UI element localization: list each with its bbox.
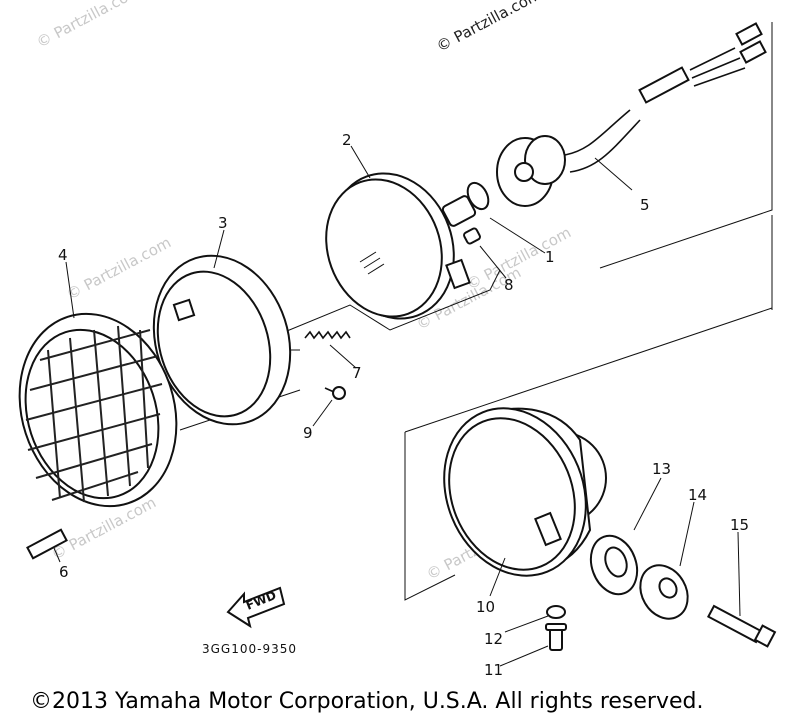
leader-lines bbox=[53, 145, 741, 667]
callout-8: 8 bbox=[504, 276, 514, 294]
callout-10: 10 bbox=[476, 598, 495, 616]
part-5-socket-harness bbox=[496, 22, 767, 207]
part-4-grille-guard bbox=[18, 312, 178, 508]
callout-15: 15 bbox=[730, 516, 749, 534]
watermark-faint: © Partzilla.com bbox=[463, 223, 574, 293]
copyright-notice: ©2013 Yamaha Motor Corporation, U.S.A. A… bbox=[30, 689, 703, 714]
callout-3: 3 bbox=[218, 214, 228, 232]
assembly-guide-line bbox=[264, 269, 501, 341]
upper-group-outline bbox=[599, 22, 773, 269]
callout-14: 14 bbox=[688, 486, 707, 504]
part-11-screw bbox=[545, 623, 567, 651]
callout-2: 2 bbox=[342, 131, 352, 149]
callout-4: 4 bbox=[58, 246, 68, 264]
forward-arrow: FWD bbox=[226, 586, 286, 629]
callout-11: 11 bbox=[484, 661, 503, 679]
part-3-rim bbox=[152, 254, 292, 426]
callout-13: 13 bbox=[652, 460, 671, 478]
lower-group-outline-top bbox=[404, 307, 773, 433]
part-2-lens-unit bbox=[325, 172, 471, 320]
callout-6: 6 bbox=[59, 563, 69, 581]
part-6-bolt bbox=[26, 528, 68, 560]
diagram-code: 3GG100-9350 bbox=[202, 642, 297, 656]
part-12-washer bbox=[546, 605, 566, 619]
watermark-faint: © Partzilla.com bbox=[63, 233, 174, 303]
callout-12: 12 bbox=[484, 630, 503, 648]
callout-7: 7 bbox=[352, 364, 362, 382]
part-15-bolt bbox=[706, 604, 777, 648]
lower-group-outline-left bbox=[404, 432, 456, 601]
callout-9: 9 bbox=[303, 424, 313, 442]
watermark-top-right: © Partzilla.com bbox=[433, 0, 544, 56]
callout-5: 5 bbox=[640, 196, 650, 214]
part-14-cover bbox=[639, 564, 689, 620]
part-13-grommet bbox=[589, 534, 639, 596]
callout-1: 1 bbox=[545, 248, 555, 266]
part-1-bulb bbox=[441, 181, 490, 227]
part-9-screw bbox=[324, 386, 346, 400]
part-8-screw bbox=[463, 227, 481, 245]
part-10-housing bbox=[443, 407, 607, 577]
part-7-spring bbox=[304, 330, 351, 340]
watermark-faint: © Partzilla.com bbox=[33, 0, 144, 52]
